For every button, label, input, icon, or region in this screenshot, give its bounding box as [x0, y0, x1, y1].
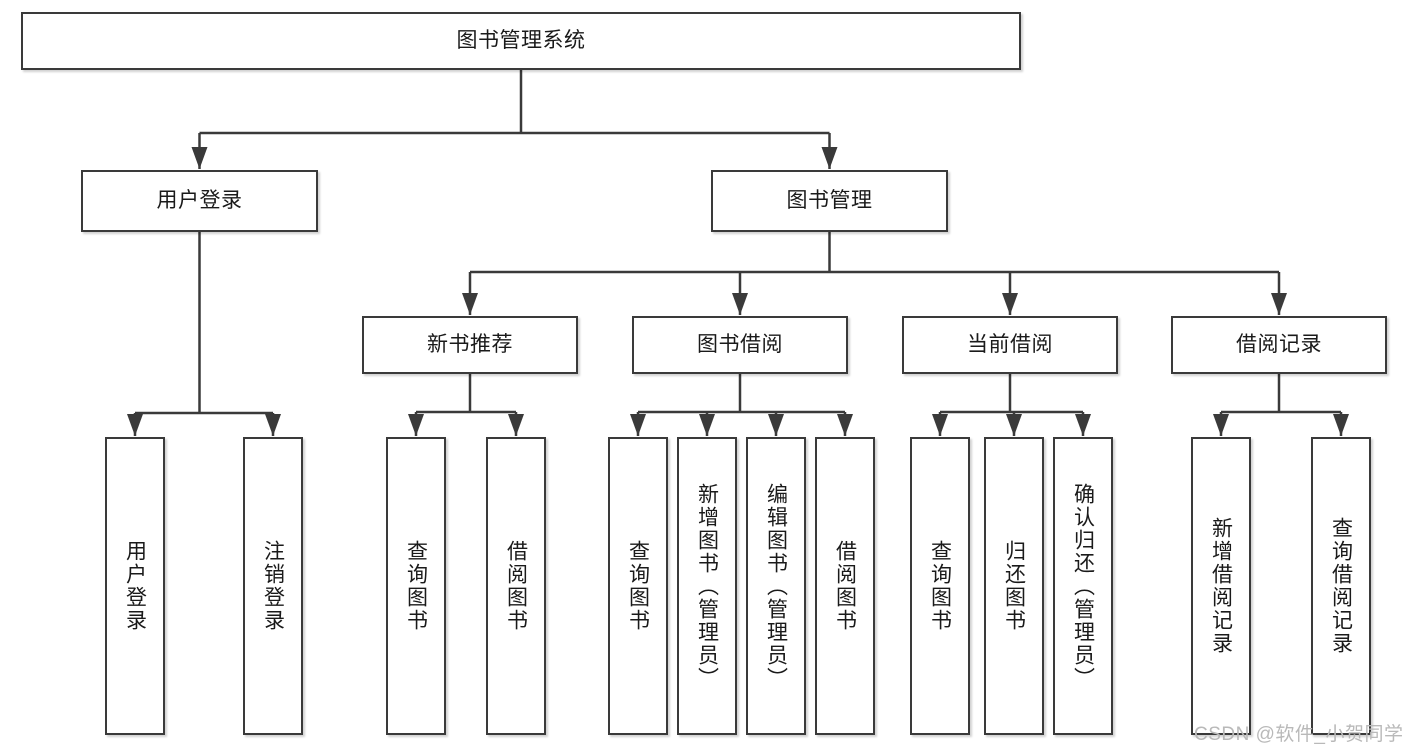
- node-label: 归还图书: [1002, 540, 1026, 632]
- node-label: 图书管理系统: [456, 28, 586, 52]
- arrowhead-icon: [932, 414, 948, 436]
- node-label: 编辑图书（管理员）: [764, 482, 788, 690]
- node-root[interactable]: 图书管理系统: [21, 12, 1021, 70]
- node-label: 当前借阅: [967, 332, 1053, 356]
- node-new-book-rec[interactable]: 新书推荐: [362, 316, 578, 374]
- arrowhead-icon: [191, 147, 208, 169]
- node-label: 查询借阅记录: [1329, 517, 1353, 655]
- node-label: 用户登录: [156, 188, 243, 212]
- node-label: 新增图书（管理员）: [695, 482, 719, 690]
- csdn-watermark: CSDN @软件_小贺同学: [1194, 724, 1404, 745]
- arrowhead-icon: [127, 414, 143, 436]
- node-leaf-rec-search[interactable]: 查询借阅记录: [1311, 437, 1371, 735]
- node-user-login[interactable]: 用户登录: [81, 170, 318, 232]
- node-book-borrow[interactable]: 图书借阅: [632, 316, 848, 374]
- arrowhead-icon: [1075, 414, 1091, 436]
- arrowhead-icon: [462, 293, 478, 315]
- arrowhead-icon: [732, 293, 748, 315]
- node-label: 注销登录: [261, 540, 285, 632]
- arrowhead-icon: [630, 414, 646, 436]
- arrowhead-icon: [1006, 414, 1022, 436]
- node-label: 查询图书: [626, 540, 650, 632]
- node-leaf-borrow-add[interactable]: 新增图书（管理员）: [677, 437, 737, 735]
- arrowhead-icon: [699, 414, 715, 436]
- arrowhead-icon: [508, 414, 524, 436]
- arrowhead-icon: [768, 414, 784, 436]
- node-label: 借阅记录: [1236, 332, 1322, 356]
- node-book-manage[interactable]: 图书管理: [711, 170, 948, 232]
- node-leaf-rec-borrow[interactable]: 借阅图书: [486, 437, 546, 735]
- node-leaf-cur-return[interactable]: 归还图书: [984, 437, 1044, 735]
- arrowhead-icon: [1333, 414, 1349, 436]
- node-leaf-user-logout[interactable]: 注销登录: [243, 437, 303, 735]
- node-label: 确认归还（管理员）: [1071, 482, 1095, 690]
- node-current-borrow[interactable]: 当前借阅: [902, 316, 1118, 374]
- node-leaf-cur-query[interactable]: 查询图书: [910, 437, 970, 735]
- node-label: 图书借阅: [697, 332, 783, 356]
- arrowhead-icon: [1271, 293, 1287, 315]
- node-label: 新书推荐: [427, 332, 513, 356]
- node-borrow-record[interactable]: 借阅记录: [1171, 316, 1387, 374]
- node-leaf-borrow-query[interactable]: 查询图书: [608, 437, 668, 735]
- arrowhead-icon: [1213, 414, 1229, 436]
- node-label: 图书管理: [786, 188, 873, 212]
- arrowhead-icon: [821, 147, 838, 169]
- node-leaf-borrow-lend[interactable]: 借阅图书: [815, 437, 875, 735]
- node-leaf-borrow-edit[interactable]: 编辑图书（管理员）: [746, 437, 806, 735]
- node-label: 用户登录: [123, 540, 147, 632]
- arrowhead-icon: [837, 414, 853, 436]
- node-leaf-rec-add[interactable]: 新增借阅记录: [1191, 437, 1251, 735]
- node-label: 借阅图书: [504, 540, 528, 632]
- arrowhead-icon: [265, 414, 281, 436]
- node-leaf-user-login[interactable]: 用户登录: [105, 437, 165, 735]
- node-label: 新增借阅记录: [1209, 517, 1233, 655]
- node-label: 借阅图书: [833, 540, 857, 632]
- arrowhead-icon: [408, 414, 424, 436]
- node-label: 查询图书: [404, 540, 428, 632]
- node-leaf-cur-confirm[interactable]: 确认归还（管理员）: [1053, 437, 1113, 735]
- node-leaf-rec-query[interactable]: 查询图书: [386, 437, 446, 735]
- node-label: 查询图书: [928, 540, 952, 632]
- arrowhead-icon: [1002, 293, 1018, 315]
